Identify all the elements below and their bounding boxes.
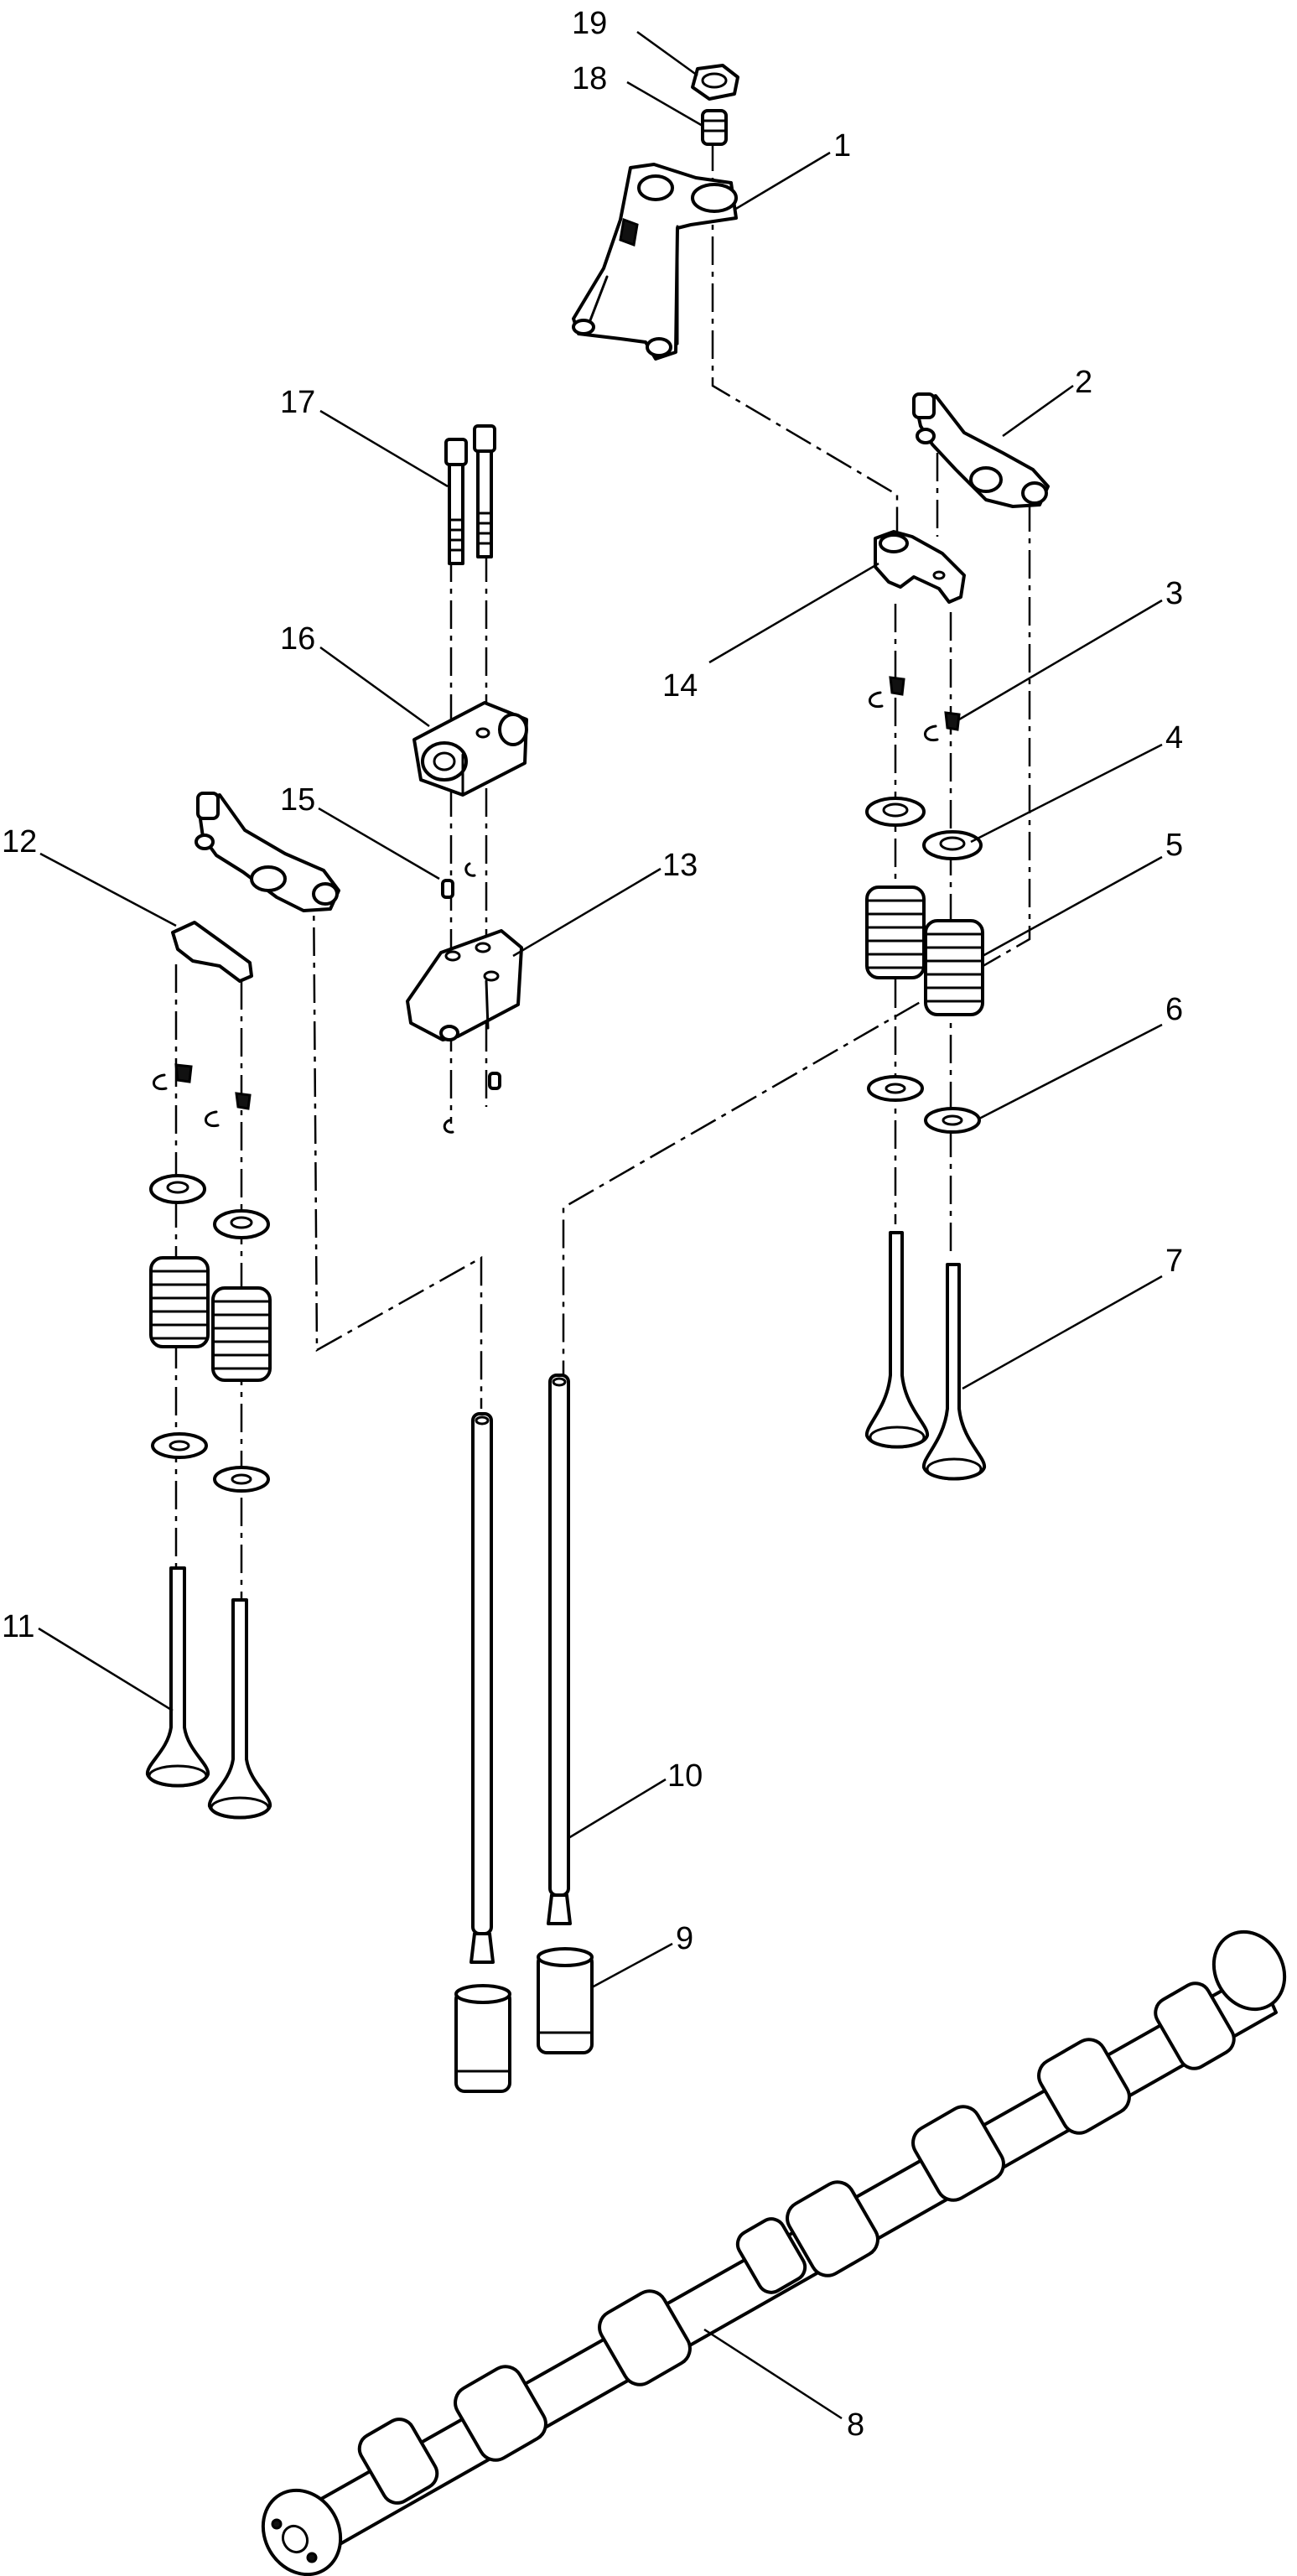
bolts	[444, 424, 496, 565]
callout-labels: 19 18 1 2 3 4 5 6 7 8 9 10 11 12 13 14 1…	[2, 6, 1183, 2443]
callout-1: 1	[833, 128, 851, 164]
rocker-support-upper	[412, 701, 528, 797]
rocker-support-lower	[406, 929, 523, 1041]
callout-6: 6	[1165, 992, 1183, 1027]
leader-7	[962, 1275, 1163, 1390]
rocker-arm-bracket	[572, 163, 738, 361]
valves-right	[864, 1231, 987, 1481]
callout-4: 4	[1165, 720, 1183, 756]
valves-left	[145, 1566, 272, 1820]
tappets	[454, 1947, 594, 2093]
callout-9: 9	[676, 1921, 693, 1956]
leader-14	[708, 562, 879, 664]
valve-bridge-right	[874, 530, 966, 604]
callout-14: 14	[662, 668, 698, 704]
callout-18: 18	[572, 61, 607, 96]
callout-12: 12	[2, 824, 37, 860]
leader-8	[703, 2328, 843, 2420]
valve-springs-right	[865, 886, 984, 1016]
valve-keepers-right	[869, 676, 961, 742]
leader-19	[636, 30, 698, 77]
leader-6	[978, 1023, 1163, 1120]
leader-2	[1002, 384, 1074, 438]
leader-9	[591, 1942, 673, 1989]
callout-13: 13	[662, 848, 698, 883]
leader-13	[512, 867, 661, 958]
rocker-arm-left	[171, 792, 340, 983]
leader-12	[39, 852, 177, 927]
leader-lines	[38, 30, 1163, 2420]
pushrods	[470, 1374, 572, 1964]
callout-7: 7	[1165, 1244, 1183, 1279]
callout-8: 8	[847, 2407, 864, 2443]
leader-15	[318, 807, 440, 880]
leader-11	[38, 1627, 174, 1712]
valve-keepers-left	[153, 1063, 252, 1128]
leader-4	[970, 743, 1163, 844]
callout-15: 15	[280, 782, 315, 818]
leader-18	[626, 80, 703, 127]
leader-10	[568, 1778, 667, 1840]
callout-11: 11	[2, 1609, 34, 1644]
spring-retainer-left	[149, 1174, 270, 1239]
callout-19: 19	[572, 6, 607, 41]
callout-17: 17	[280, 385, 315, 420]
dowel-pins	[441, 862, 501, 1134]
valve-springs-left	[149, 1256, 272, 1382]
leader-3	[958, 599, 1163, 721]
leader-5	[982, 855, 1163, 958]
spring-seat-washer-right	[867, 1075, 981, 1134]
spring-seat-washer-left	[151, 1432, 270, 1493]
leader-17	[319, 409, 449, 488]
spring-retainer-right	[865, 797, 983, 860]
callout-10: 10	[667, 1758, 703, 1794]
callout-3: 3	[1165, 576, 1183, 611]
nut	[691, 64, 739, 101]
leader-1	[734, 151, 831, 211]
rocker-arm-right-upper	[912, 392, 1050, 508]
callout-16: 16	[280, 621, 315, 657]
callout-5: 5	[1165, 828, 1183, 863]
callout-2: 2	[1075, 365, 1092, 400]
adjusting-screw	[701, 109, 728, 146]
camshaft	[261, 1929, 1287, 2576]
leader-16	[319, 646, 430, 728]
